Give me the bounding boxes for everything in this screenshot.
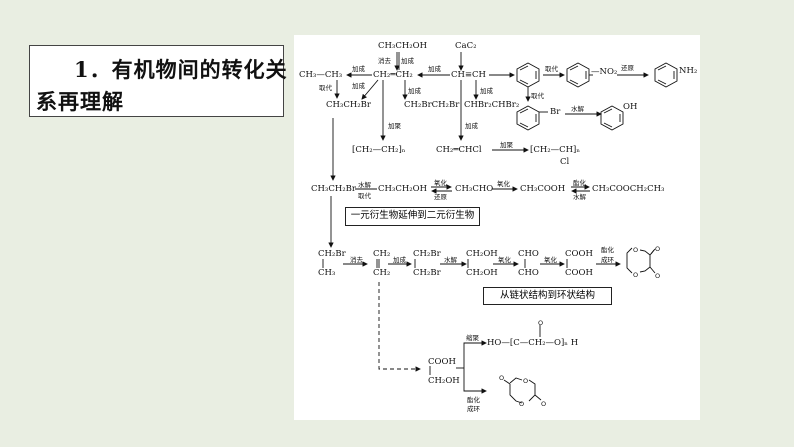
label-oxidation: 氧化 [434,179,447,187]
carbonyl-oxygen: O [538,319,544,327]
label-oxidation: 氧化 [497,180,510,188]
label-addition: 加成 [352,65,365,73]
r3-cooh-bottom: COOH [565,268,593,278]
ring-oxygen: O [541,400,547,408]
label-substitution: 取代 [319,84,332,92]
calcium-carbide: CaC₂ [455,41,477,51]
ethyl-bromide: CH₃CH₂Br [326,100,371,110]
ethyl-bromide-row2: CH₃CH₂Br [311,184,356,194]
ethane: CH₃—CH₃ [299,70,343,80]
aniline-ring-icon [654,62,678,88]
note-box-mono-to-di: 一元衍生物延伸到二元衍生物 [345,207,480,226]
label-addition: 加成 [401,57,414,65]
label-oxidation: 氧化 [498,256,511,264]
r4-cooh: COOH [428,357,456,367]
label-substitution: 取代 [531,92,544,100]
nitro-group: —NO₂ [591,67,618,77]
dibromoethane: CH₂BrCH₂Br [404,100,460,110]
r4-ch2oh: CH₂OH [428,376,460,386]
phenol-ring-icon [600,105,624,131]
r3-ch2br-bottom: CH₂Br [413,268,441,278]
hydroxyl-group: OH [623,102,638,112]
r3-ch2br: CH₂Br [318,249,346,259]
polyvinyl-chloride: [CH₂—CH]ₙ [530,145,581,155]
r3-ch2-bottom: CH₂ [373,268,391,278]
label-substitution: 取代 [545,65,558,73]
label-esterification: 酯化 [467,396,480,404]
ethyl-acetate: CH₃COOCH₂CH₃ [592,184,665,194]
tetrabromoethane: CHBr₂CHBr₂ [464,100,520,110]
label-addition: 加成 [393,256,406,264]
label-hydrolysis: 水解 [571,105,584,113]
label-addition: 加成 [428,65,441,73]
ethylene: CH₂═CH₂ [373,70,413,80]
label-reduction: 还原 [434,193,447,201]
r3-ch3: CH₃ [318,268,336,278]
label-condensation: 缩聚 [466,334,479,342]
bromo-group: Br [550,107,561,117]
label-hydrolysis: 水解 [444,256,457,264]
ring-oxygen: O [633,246,639,254]
label-oxidation: 氧化 [544,256,557,264]
label-esterification: 酯化 [573,179,586,187]
r3-ch2-top: CH₂ [373,249,391,259]
ring-oxygen: O [655,272,661,280]
ring-oxygen: O [499,374,505,382]
r3-ch2br-top: CH₂Br [413,249,441,259]
section-title-box: 1．有机物间的转化关 系再理解 [29,45,287,117]
r3-cooh-top: COOH [565,249,593,259]
r3-cho-bottom: CHO [518,268,539,278]
ring-oxygen: O [655,245,661,253]
ring-oxygen: O [633,271,639,279]
label-polymerization: 加聚 [500,141,513,149]
label-addition: 加成 [352,82,365,90]
polyethylene: [CH₂—CH₂]ₙ [352,145,406,155]
glycolide-ring-icon [503,377,542,404]
benzene-ring-icon [516,62,540,88]
polyglycolic-acid: HO—[C—CH₂—O]ₙ H [487,338,579,348]
amino-group: NH₂ [679,66,698,76]
section-title-line1: 1．有机物间的转化关 [74,57,288,82]
label-addition: 加成 [408,87,421,95]
label-elimination: 消去 [350,256,363,264]
label-reduction: 还原 [621,64,634,72]
section-title-line2: 系再理解 [36,89,124,114]
label-hydrolysis: 水解 [358,181,371,189]
note-box-chain-to-ring: 从链状结构到环状结构 [483,287,612,305]
label-substitution: 取代 [358,192,371,200]
r3-ch2oh-bottom: CH₂OH [466,268,498,278]
vinyl-chloride: CH₂═CHCl [436,145,482,155]
ring-oxygen: O [523,377,529,385]
acetic-acid: CH₃COOH [520,184,566,194]
label-addition: 加成 [465,122,478,130]
acetaldehyde: CH₃CHO [455,184,494,194]
r3-ch2oh-top: CH₂OH [466,249,498,259]
label-esterification: 酯化 [601,246,614,254]
ethanol-row2: CH₃CH₂OH [378,184,428,194]
label-elimination: 消去 [378,57,391,65]
ethanol-top: CH₃CH₂OH [378,41,428,51]
label-ring-formation: 成环 [467,405,480,413]
label-polymerization: 加聚 [388,122,401,130]
label-addition: 加成 [480,87,493,95]
pvc-chlorine: Cl [560,157,570,167]
r3-cho-top: CHO [518,249,539,259]
cyclic-oxalate-ring-icon [626,247,656,274]
nitrobenzene-ring-icon [566,62,590,88]
label-hydrolysis: 水解 [573,193,586,201]
bromobenzene-ring-icon [516,105,548,131]
label-ring-formation: 成环 [601,256,614,264]
ring-oxygen: O [519,400,525,408]
acetylene: CH≡CH [451,70,486,80]
